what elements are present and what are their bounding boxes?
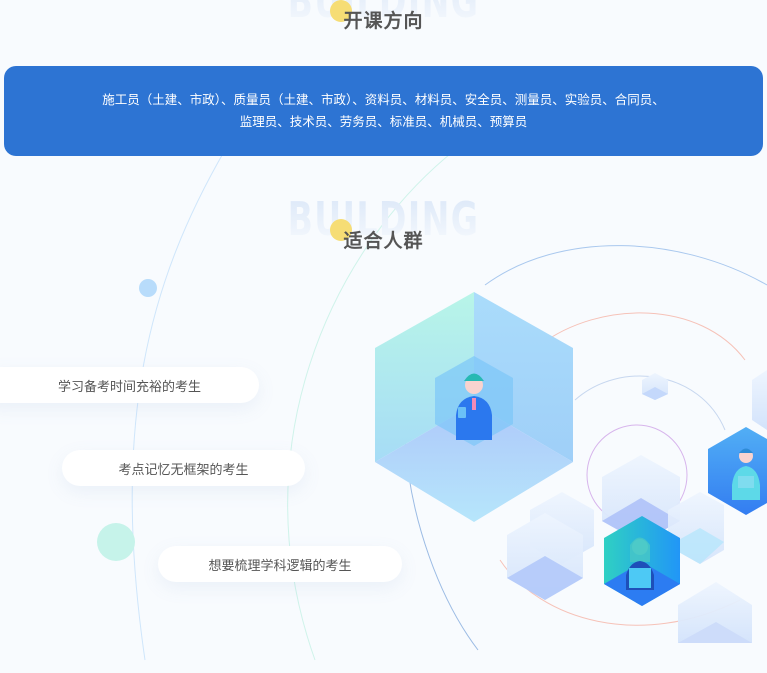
- heading-watermark: BUILDING: [107, 196, 659, 242]
- page-title-audience: 适合人群: [343, 230, 424, 252]
- heading-watermark: BUILDING: [107, 0, 659, 24]
- main-hexagon: [375, 292, 573, 522]
- page-title-course: 开课方向: [343, 10, 424, 32]
- audience-item-label: 考点记忆无框架的考生: [118, 462, 249, 478]
- audience-item: 学习备考时间充裕的考生: [0, 367, 259, 403]
- center-person-hexagon: [604, 516, 680, 606]
- heading-accent-dot: [330, 219, 352, 241]
- audience-item-label: 学习备考时间充裕的考生: [57, 379, 201, 395]
- audience-item: 考点记忆无框架的考生: [62, 450, 305, 486]
- direction-text-line-2: 监理员、技术员、劳务员、标准员、机械员、预算员: [239, 114, 528, 129]
- section-heading-audience: BUILDING 适合人群: [0, 196, 767, 256]
- audience-item-label: 想要梳理学科逻辑的考生: [208, 558, 352, 574]
- course-direction-panel: 施工员（土建、市政）、质量员（土建、市政）、资料员、材料员、安全员、测量员、实验…: [4, 66, 763, 156]
- right-person-hexagon: [708, 427, 767, 515]
- section-heading-course: BUILDING 开课方向: [0, 0, 767, 38]
- audience-item: 想要梳理学科逻辑的考生: [158, 546, 402, 582]
- heading-accent-dot: [330, 0, 352, 22]
- hexagon-people-illustration: [375, 292, 767, 643]
- direction-text-line-1: 施工员（土建、市政）、质量员（土建、市政）、资料员、材料员、安全员、测量员、实验…: [102, 92, 665, 107]
